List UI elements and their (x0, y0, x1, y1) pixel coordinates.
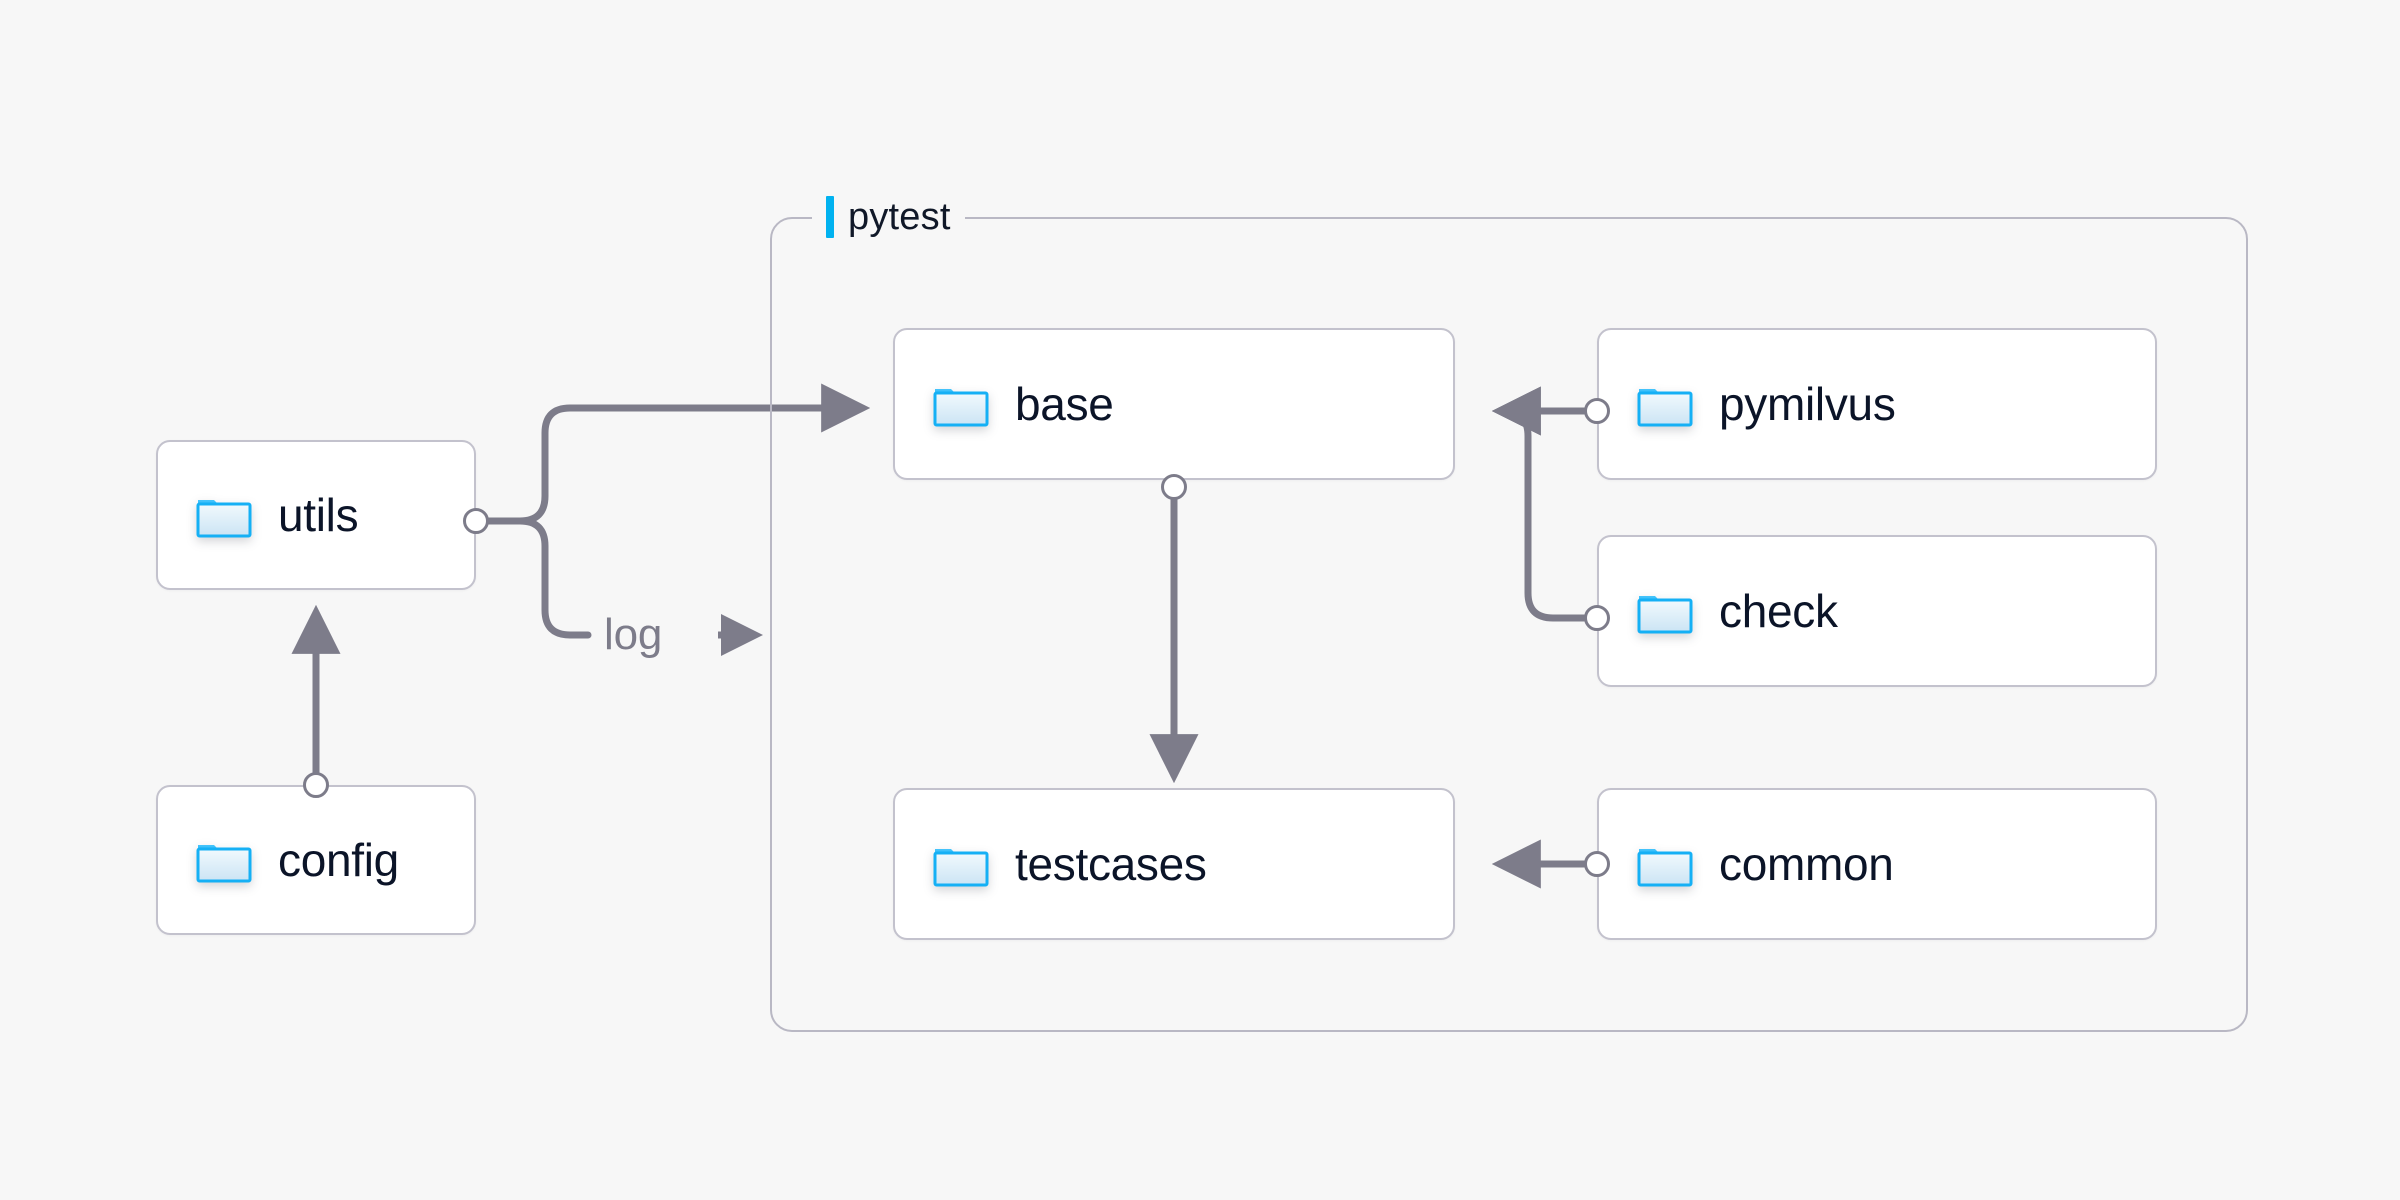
node-pymilvus[interactable]: pymilvus (1597, 328, 2157, 480)
pytest-group-label: pytest (812, 195, 965, 239)
node-common[interactable]: common (1597, 788, 2157, 940)
node-label: base (1015, 378, 1114, 430)
group-label-text: pytest (848, 196, 951, 238)
folder-icon (196, 837, 252, 883)
folder-icon (1637, 841, 1693, 887)
group-accent-bar (826, 196, 834, 238)
node-label: check (1719, 585, 1838, 637)
node-utils[interactable]: utils (156, 440, 476, 590)
utils-right-port[interactable] (463, 508, 489, 534)
config-top-port[interactable] (303, 772, 329, 798)
node-base[interactable]: base (893, 328, 1455, 480)
node-label: testcases (1015, 838, 1207, 890)
node-testcases[interactable]: testcases (893, 788, 1455, 940)
node-label: utils (278, 489, 359, 541)
node-label: pymilvus (1719, 378, 1896, 430)
folder-icon (196, 492, 252, 538)
node-check[interactable]: check (1597, 535, 2157, 687)
edge-label-log: log (604, 610, 663, 659)
node-config[interactable]: config (156, 785, 476, 935)
pymilvus-left-port[interactable] (1584, 398, 1610, 424)
check-left-port[interactable] (1584, 605, 1610, 631)
node-label: common (1719, 838, 1894, 890)
base-bottom-port[interactable] (1161, 474, 1187, 500)
common-left-port[interactable] (1584, 851, 1610, 877)
folder-icon (933, 381, 989, 427)
node-label: config (278, 834, 399, 886)
pytest-group-container[interactable] (770, 217, 2248, 1032)
folder-icon (933, 841, 989, 887)
edge-utils-to-log (472, 517, 592, 639)
folder-icon (1637, 588, 1693, 634)
folder-icon (1637, 381, 1693, 427)
